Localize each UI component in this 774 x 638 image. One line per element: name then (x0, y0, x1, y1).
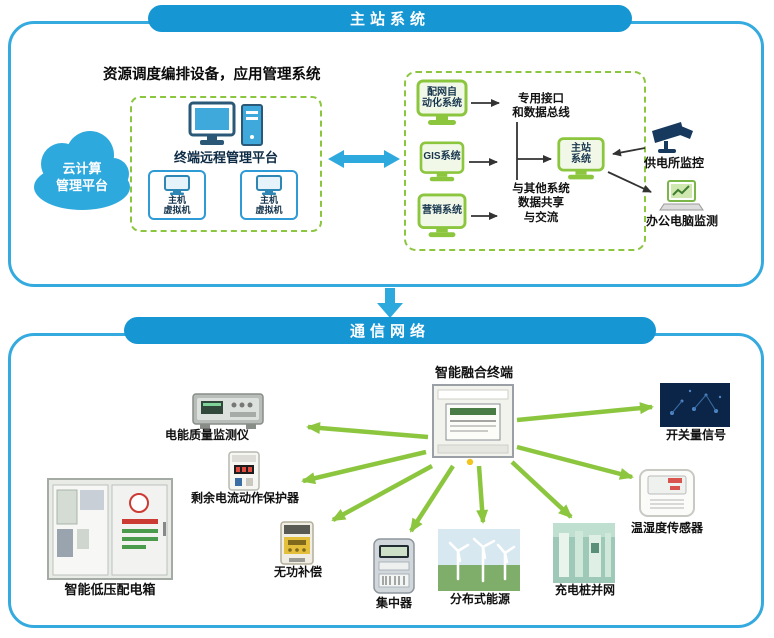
resource-scheduling-heading: 资源调度编排设备，应用管理系统 (103, 67, 321, 83)
terminal-platform-box (130, 96, 322, 232)
main-station-system-icon: 主站 系统 (556, 135, 606, 183)
vm-box-1: 主机 虚拟机 (148, 170, 206, 220)
vm-monitor-icon (164, 175, 190, 195)
marketing-system-label: 营销系统 (422, 205, 462, 217)
smart-fusion-terminal-label: 智能融合终端 (434, 365, 513, 380)
vm-box-2: 主机 虚拟机 (240, 170, 298, 220)
gis-system-icon: GIS系统 (417, 141, 467, 183)
temp-humidity-sensor-device (638, 468, 696, 518)
marketing-system-icon: 营销系统 (415, 193, 469, 239)
vm-monitor-icon (256, 175, 282, 195)
main-station-banner: 主站系统 (148, 5, 632, 32)
distributed-energy-label: 分布式能源 (449, 592, 510, 606)
cloud-label-line2: 管理平台 (55, 177, 108, 193)
reactive-compensation-device (278, 520, 316, 566)
dedicated-interface-bus-label: 专用接口 和数据总线 (512, 93, 570, 120)
power-quality-monitor-label: 电能质量监测仪 (165, 428, 250, 442)
distributed-energy-image (438, 529, 520, 591)
office-computer-monitoring-label: 办公电脑监测 (645, 214, 718, 228)
desktop-computer-icon (188, 101, 266, 149)
charging-pile-image (553, 523, 615, 583)
terminal-platform-title: 终端远程管理平台 (173, 150, 278, 165)
gis-system-label: GIS系统 (423, 151, 461, 163)
power-quality-monitor-device (192, 392, 264, 432)
lv-distribution-cabinet-label: 智能低压配电箱 (64, 582, 156, 597)
bidirectional-arrow-icon (327, 147, 401, 171)
cloud-icon (34, 131, 130, 210)
cloud-label-line1: 云计算 (62, 161, 102, 176)
switch-signal-image (660, 383, 730, 427)
cloud-platform: 云计算 管理平台 (28, 124, 136, 216)
laptop-icon (657, 179, 705, 213)
temp-humidity-sensor-label: 温湿度传感器 (631, 521, 704, 535)
data-sharing-label: 与其他系统 数据共享 与交流 (512, 183, 570, 224)
cctv-camera-icon (649, 119, 697, 155)
main-station-system-label: 主站 系统 (571, 142, 591, 166)
distribution-automation-system-icon: 配网自 动化系统 (415, 79, 469, 127)
vm-label-1: 主机 虚拟机 (163, 195, 191, 216)
smart-fusion-terminal-device (431, 383, 515, 465)
concentrator-device (370, 537, 418, 595)
communication-network-banner: 通信网络 (124, 317, 656, 344)
switch-signal-label: 开关量信号 (665, 428, 726, 442)
lv-distribution-cabinet-device (46, 477, 174, 581)
residual-current-protector-label: 剩余电流动作保护器 (190, 491, 299, 505)
down-arrow-icon (377, 288, 403, 318)
cloud-label: 云计算 管理平台 (28, 161, 136, 195)
station-systems-box (404, 71, 646, 251)
reactive-compensation-label: 无功补偿 (273, 565, 322, 579)
charging-pile-label: 充电桩并网 (554, 583, 615, 597)
power-supply-monitoring-label: 供电所监控 (643, 156, 704, 170)
concentrator-label: 集中器 (375, 596, 412, 610)
vm-label-2: 主机 虚拟机 (255, 195, 283, 216)
distribution-automation-system-label: 配网自 动化系统 (422, 86, 462, 110)
residual-current-protector-device (227, 450, 261, 492)
